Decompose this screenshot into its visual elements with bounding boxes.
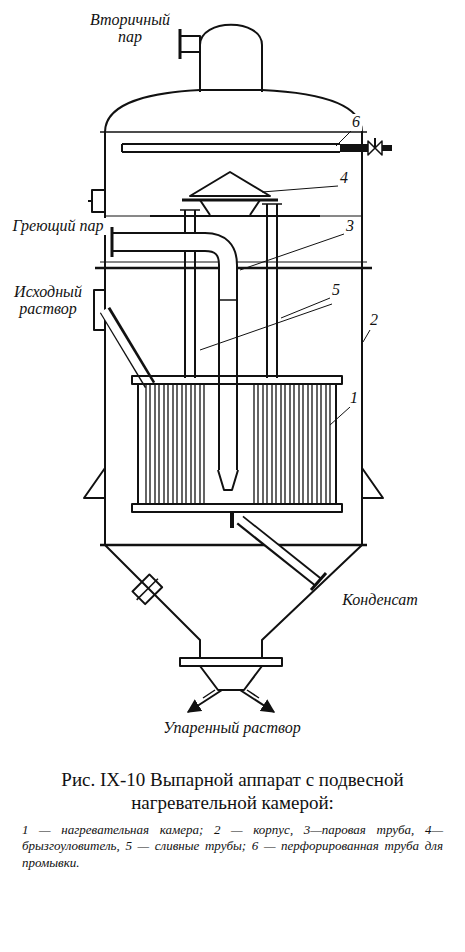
outlet-arrow xyxy=(240,690,274,712)
heating-tube xyxy=(181,384,182,504)
body-flange xyxy=(100,544,367,547)
flow-label: Конденсат xyxy=(330,592,430,609)
heating-tube xyxy=(307,384,308,504)
steam-flange xyxy=(111,227,114,257)
vessel-head xyxy=(105,90,362,132)
heating-tube xyxy=(298,384,299,504)
flow-label: Исходный раствор xyxy=(4,284,92,318)
separator-plate xyxy=(105,216,150,217)
heating-tube xyxy=(199,384,200,504)
heating-tube xyxy=(280,384,281,504)
tube-sheet xyxy=(132,504,342,512)
heating-tube xyxy=(257,384,258,504)
heating-tube xyxy=(167,384,168,504)
sight-glass xyxy=(88,200,92,202)
washing-pipe xyxy=(122,143,340,145)
heating-tube xyxy=(293,384,294,504)
washing-pipe xyxy=(122,151,340,153)
heating-tube xyxy=(284,384,285,504)
drain-tube-top xyxy=(180,204,282,210)
support-lug xyxy=(362,468,383,498)
condensate-pipe xyxy=(238,518,318,582)
washing-pipe xyxy=(121,144,123,152)
drain-tube xyxy=(267,204,277,378)
separator-plate xyxy=(150,215,320,217)
heating-tube xyxy=(289,384,290,504)
heating-tube xyxy=(190,384,191,504)
heating-tube xyxy=(149,384,150,504)
callout-number: 1 xyxy=(348,390,360,407)
heating-tube xyxy=(262,384,263,504)
flow-label: Упаренный раствор xyxy=(152,720,312,737)
steam-pipe-end xyxy=(218,470,238,490)
outlet-arrow xyxy=(188,690,222,712)
support-lug xyxy=(84,468,105,498)
heating-tube xyxy=(154,384,155,504)
bottom-flange xyxy=(180,658,282,666)
valve xyxy=(382,145,392,151)
heating-tube xyxy=(325,384,326,504)
heating-tube xyxy=(311,384,312,504)
vapour-dome xyxy=(200,25,262,92)
splash-catcher xyxy=(190,172,270,196)
leader-line xyxy=(330,407,350,425)
heating-tube xyxy=(320,384,321,504)
separator-plate xyxy=(320,216,362,217)
heating-tube xyxy=(253,384,254,504)
heating-tube xyxy=(163,384,164,504)
heating-tube xyxy=(194,384,195,504)
feed-pipe xyxy=(105,310,150,385)
manhole xyxy=(137,579,158,600)
leader-line xyxy=(240,234,344,270)
heating-tube xyxy=(185,384,186,504)
chamber-stub xyxy=(230,512,234,528)
heating-tube xyxy=(275,384,276,504)
feed-inlet xyxy=(94,290,105,330)
splash-catcher xyxy=(200,200,260,215)
heating-tube xyxy=(266,384,267,504)
heating-chamber xyxy=(138,384,336,504)
vessel-wall xyxy=(361,132,363,545)
callout-number: 3 xyxy=(344,218,356,235)
callout-number: 6 xyxy=(350,114,362,131)
flow-label: Греющий пар xyxy=(8,218,108,235)
splash-catcher xyxy=(182,199,278,202)
legend-key: 1 — нагревательная камера; 2 — корпус, 3… xyxy=(22,822,443,871)
outlet-cone xyxy=(200,666,262,690)
leader-line xyxy=(200,304,332,350)
feed-pipe xyxy=(104,310,150,386)
outlet-nozzle xyxy=(203,690,259,698)
heating-tube xyxy=(329,384,330,504)
steam-pipe-joint xyxy=(218,299,238,301)
leader-line xyxy=(262,186,338,192)
heating-tube xyxy=(203,384,204,504)
leader-line xyxy=(336,130,352,146)
outlet-flange xyxy=(179,29,182,59)
leader-line xyxy=(281,298,330,318)
vapour-outlet xyxy=(180,36,200,52)
figure-caption: Рис. IX-10 Выпарной аппарат с подвесной … xyxy=(22,768,443,814)
leader-line xyxy=(363,330,370,342)
flow-label: Вторичный пар xyxy=(84,12,176,46)
tube-sheet xyxy=(132,376,342,384)
head-seam xyxy=(100,131,367,133)
heating-tube xyxy=(316,384,317,504)
heating-tube xyxy=(176,384,177,504)
condensate-flange xyxy=(311,573,326,590)
valve-stem xyxy=(374,138,376,148)
heating-tube xyxy=(271,384,272,504)
callout-number: 4 xyxy=(338,170,350,187)
callout-number: 5 xyxy=(330,282,342,299)
heating-tube xyxy=(302,384,303,504)
heating-tube xyxy=(158,384,159,504)
manhole xyxy=(132,574,162,604)
sight-glass xyxy=(92,190,105,212)
washing-pipe xyxy=(340,144,368,152)
heating-tube xyxy=(145,384,146,504)
bottom-cone xyxy=(105,545,362,658)
heating-tube xyxy=(172,384,173,504)
callout-number: 2 xyxy=(368,312,380,329)
